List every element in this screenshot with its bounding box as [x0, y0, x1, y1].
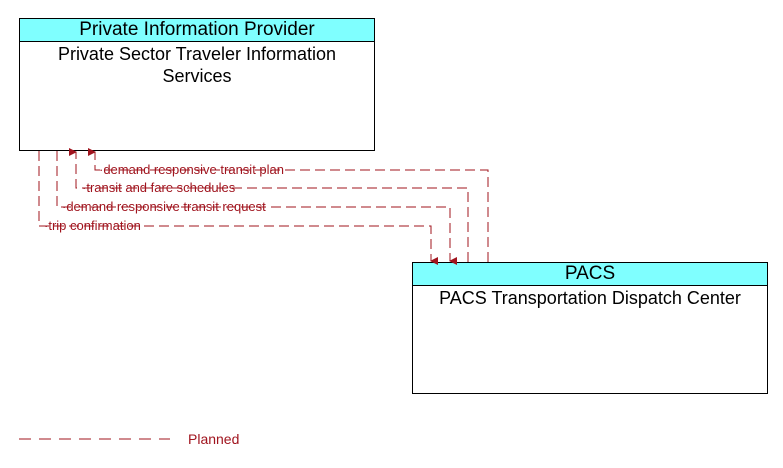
flow-label: ·demand responsive transit plan [99, 162, 284, 177]
legend-planned-label: Planned [188, 431, 239, 447]
box-title: Private Sector Traveler Information Serv… [57, 44, 337, 86]
flow-label: ·trip confirmation [44, 218, 141, 233]
flow-label: ·demand responsive transit request [62, 199, 266, 214]
pacs-box[interactable]: PACS PACS Transportation Dispatch Center [412, 262, 768, 394]
private-information-provider-box[interactable]: Private Information Provider Private Sec… [19, 18, 375, 151]
box-title: PACS Transportation Dispatch Center [439, 288, 741, 308]
flow-demand-responsive-transit-plan[interactable]: ·demand responsive transit plan [88, 148, 489, 262]
box-header: PACS [413, 263, 767, 286]
flow-transit-and-fare-schedules[interactable]: ·transit and fare schedules [69, 148, 469, 262]
flow-demand-responsive-transit-request[interactable]: ·demand responsive transit request [56, 151, 457, 265]
box-header: Private Information Provider [20, 19, 374, 42]
flow-label: ·transit and fare schedules [82, 180, 236, 195]
legend: Planned [19, 431, 239, 447]
flow-trip-confirmation[interactable]: ·trip confirmation [38, 151, 438, 265]
